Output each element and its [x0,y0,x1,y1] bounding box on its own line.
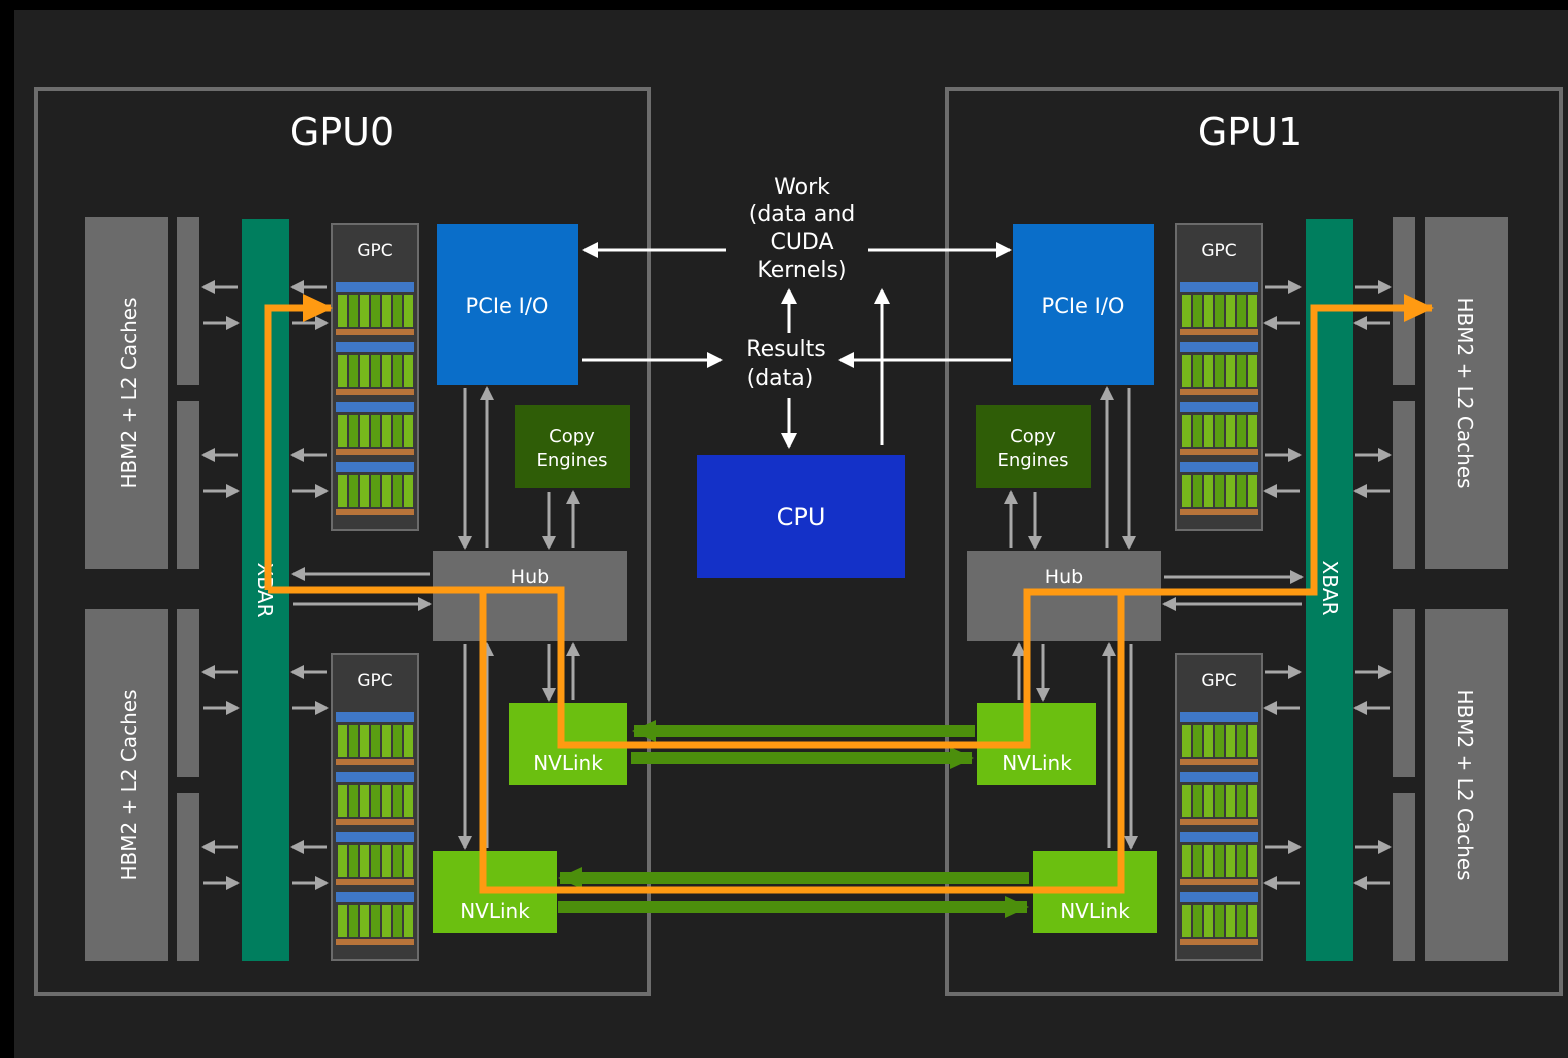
gpu0-nvlink-upper-label: NVLink [533,751,603,775]
gpu0-hub [433,551,627,641]
gpu1-mem-strip [1393,609,1415,777]
gpu1-pcie-label: PCIe I/O [1042,294,1125,318]
gpu1-internal-arrows [1004,386,1304,850]
gpu0-copy-line1: Copy [549,426,595,447]
data-path-orange [264,294,1434,894]
gpu0-hub-label: Hub [511,566,549,588]
gpu0-copy-engines [515,405,630,488]
gpu0-gpc-bottom-label: GPC [357,671,392,691]
gpu1-nvlink-upper-label: NVLink [1002,751,1072,775]
work-label-line3: CUDA [770,230,833,255]
gpu1-memory-top [1425,217,1508,569]
gpu0-nvlink-lower-label: NVLink [460,899,530,923]
gpu0-mem-strip [177,609,199,777]
host-arrows [582,242,1012,449]
gpu1-copy-line2: Engines [997,450,1068,471]
gpu0-internal-arrows [291,386,580,850]
gpu0-copy-line2: Engines [536,450,607,471]
gpu1-mem-strip [1393,401,1415,569]
gpu0-memory-bottom [85,609,168,961]
gpu1-gpc-top-label: GPC [1201,241,1236,261]
gpu1-memory-label-bottom: HBM2 + L2 Caches [1453,689,1477,880]
gpu0-memory-label-top: HBM2 + L2 Caches [117,297,141,488]
gpu1-mem-strip [1393,793,1415,961]
gpu1-copy-line1: Copy [1010,426,1056,447]
work-label-line2: (data and [749,202,856,227]
gpu0-pcie-label: PCIe I/O [466,294,549,318]
work-label-line1: Work [774,175,830,200]
gpu1-memory-label-top: HBM2 + L2 Caches [1453,297,1477,488]
gpu1-mem-strip [1393,217,1415,385]
gpc-sm-array [336,282,414,515]
gpu0-panel [34,87,651,996]
gpu1-xbar-label: XBAR [1318,561,1342,616]
gpu0-title: GPU0 [290,110,394,154]
gpc-sm-array [1180,712,1258,945]
gpu1-pcie-io [1013,224,1154,385]
gpu1-memory-bottom [1425,609,1508,961]
gpu1-xbar-memory-arrows [1263,280,1392,890]
gpu1-gpc-bottom-label: GPC [1201,671,1236,691]
gpu1-gpc-top: GPC [1175,223,1263,531]
nvlink-connection-arrows [558,720,1029,918]
gpu1-title: GPU1 [1198,110,1302,154]
results-label-line2: (data) [747,366,814,391]
gpu0-pcie-io [437,224,578,385]
gpu1-hub-label: Hub [1045,566,1083,588]
gpu0-gpc-bottom: GPC [331,653,419,961]
gpu1-panel [945,87,1563,996]
gpu1-hub [967,551,1161,641]
gpu0-mem-strip [177,401,199,569]
work-label-line4: Kernels) [757,258,846,283]
gpu0-gpc-top: GPC [331,223,419,531]
gpu0-memory-label-bottom: HBM2 + L2 Caches [117,689,141,880]
gpu0-gpc-top-label: GPC [357,241,392,261]
cpu-block [697,455,905,578]
gpu1-nvlink-lower-label: NVLink [1060,899,1130,923]
gpc-sm-array [336,712,414,945]
cpu-label: CPU [777,503,826,531]
gpc-sm-array [1180,282,1258,515]
gpu0-mem-strip [177,793,199,961]
results-label-line1: Results [746,337,825,362]
gpu0-xbar-memory-arrows [201,280,329,890]
gpu1-copy-engines [976,405,1091,488]
gpu0-mem-strip [177,217,199,385]
gpu0-memory-top [85,217,168,569]
gpu1-gpc-bottom: GPC [1175,653,1263,961]
